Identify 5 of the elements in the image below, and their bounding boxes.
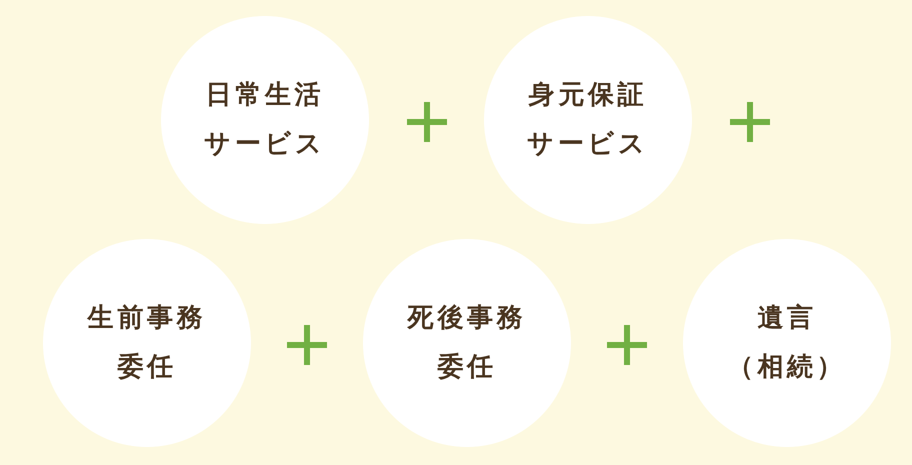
service-name: 生前事務委任	[86, 302, 208, 384]
service-name: 身元保証サービス	[526, 78, 650, 161]
service-name: 死後事務委任	[406, 302, 528, 384]
service-name: 日常生活サービス	[203, 78, 327, 161]
service-name: 遺言（相続）	[726, 302, 848, 384]
